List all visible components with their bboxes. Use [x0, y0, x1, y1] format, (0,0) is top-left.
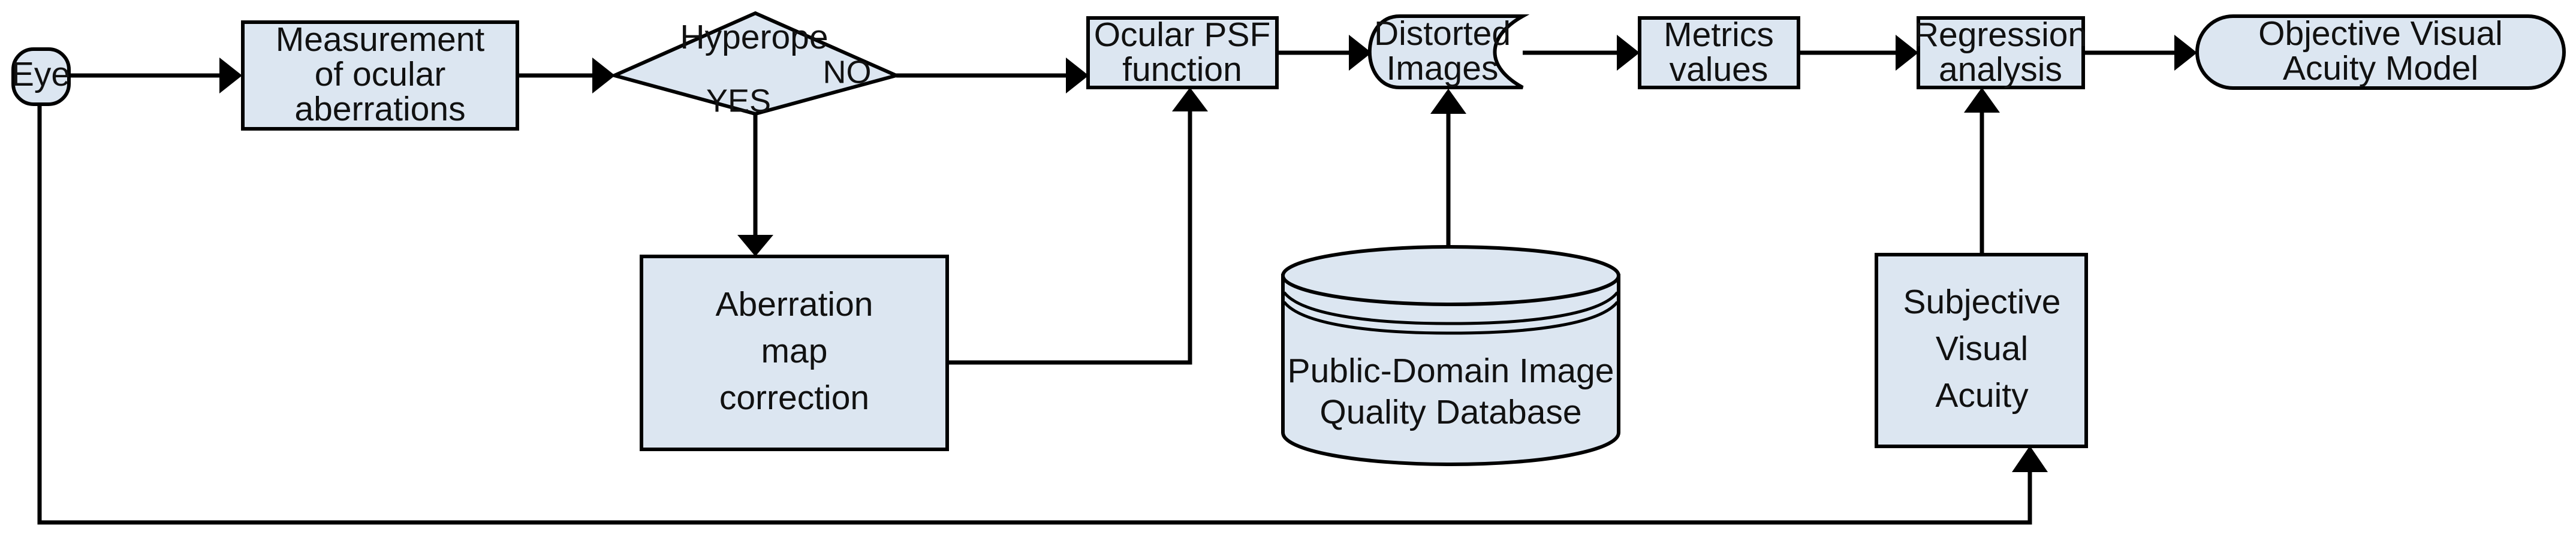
edge-database-to-distorted — [1430, 89, 1466, 247]
node-aberration[interactable]: Aberration map correction — [640, 255, 949, 451]
node-regression-label-1: analysis — [1939, 50, 2062, 89]
node-subjective-label-1: Visual — [1936, 330, 2028, 368]
edge-hyperope-yes-to-aberration — [737, 114, 773, 256]
edge-regression-to-model — [2083, 35, 2197, 71]
node-measurement[interactable]: Measurement of ocular aberrations — [241, 20, 519, 131]
node-regression[interactable]: Regression analysis — [1914, 16, 2087, 89]
node-aberration-label-0: Aberration — [716, 285, 873, 324]
node-model[interactable]: Objective Visual Acuity Model — [2195, 14, 2566, 90]
node-database-label-1: Quality Database — [1319, 393, 1581, 431]
node-measurement-label-1: of ocular — [315, 55, 446, 93]
edge-psf-to-distorted — [1277, 35, 1372, 71]
node-hyperope[interactable]: Hyperope NO YES — [609, 11, 902, 119]
node-measurement-label-0: Measurement — [276, 20, 485, 59]
node-aberration-label-1: map — [761, 332, 828, 370]
edge-aberration-to-psf — [947, 87, 1208, 365]
node-distorted[interactable]: Distorted Images — [1367, 14, 1530, 89]
node-subjective[interactable]: Subjective Visual Acuity — [1875, 253, 2088, 448]
node-distorted-label-0: Distorted — [1374, 14, 1511, 53]
node-subjective-label-0: Subjective — [1903, 283, 2061, 321]
node-database[interactable]: Public-Domain Image Quality Database — [1281, 245, 1620, 467]
node-model-label-0: Objective Visual — [2258, 14, 2503, 53]
node-hyperope-label-0: Hyperope — [680, 18, 828, 56]
node-subjective-label-2: Acuity — [1935, 376, 2029, 415]
edge-hyperope-no-to-psf — [896, 58, 1089, 93]
node-regression-label-0: Regression — [1914, 16, 2087, 54]
node-distorted-label-1: Images — [1387, 49, 1499, 87]
node-metrics[interactable]: Metrics values — [1638, 16, 1800, 89]
edge-measurement-to-hyperope — [517, 58, 615, 93]
node-metrics-label-0: Metrics — [1664, 16, 1774, 54]
node-database-label-0: Public-Domain Image — [1288, 352, 1614, 390]
edge-eye-to-subjective-feedback — [37, 102, 2048, 525]
node-metrics-label-1: values — [1670, 50, 1768, 89]
edge-eye-to-measurement — [69, 58, 242, 93]
node-psf-label-0: Ocular PSF — [1094, 16, 1271, 54]
node-eye[interactable]: Eye — [11, 47, 71, 106]
node-psf-label-1: function — [1122, 50, 1242, 89]
node-eye-label-0: Eye — [11, 55, 70, 93]
node-psf[interactable]: Ocular PSF function — [1086, 16, 1279, 89]
edge-subjective-to-regression — [1964, 87, 2000, 255]
node-aberration-label-2: correction — [719, 379, 869, 417]
edge-label-yes: YES — [706, 83, 771, 119]
edge-distorted-to-metrics — [1523, 35, 1640, 71]
edge-metrics-to-regression — [1798, 35, 1918, 71]
edge-label-no: NO — [823, 54, 872, 90]
node-model-label-1: Acuity Model — [2283, 49, 2478, 87]
node-measurement-label-2: aberrations — [294, 90, 465, 128]
